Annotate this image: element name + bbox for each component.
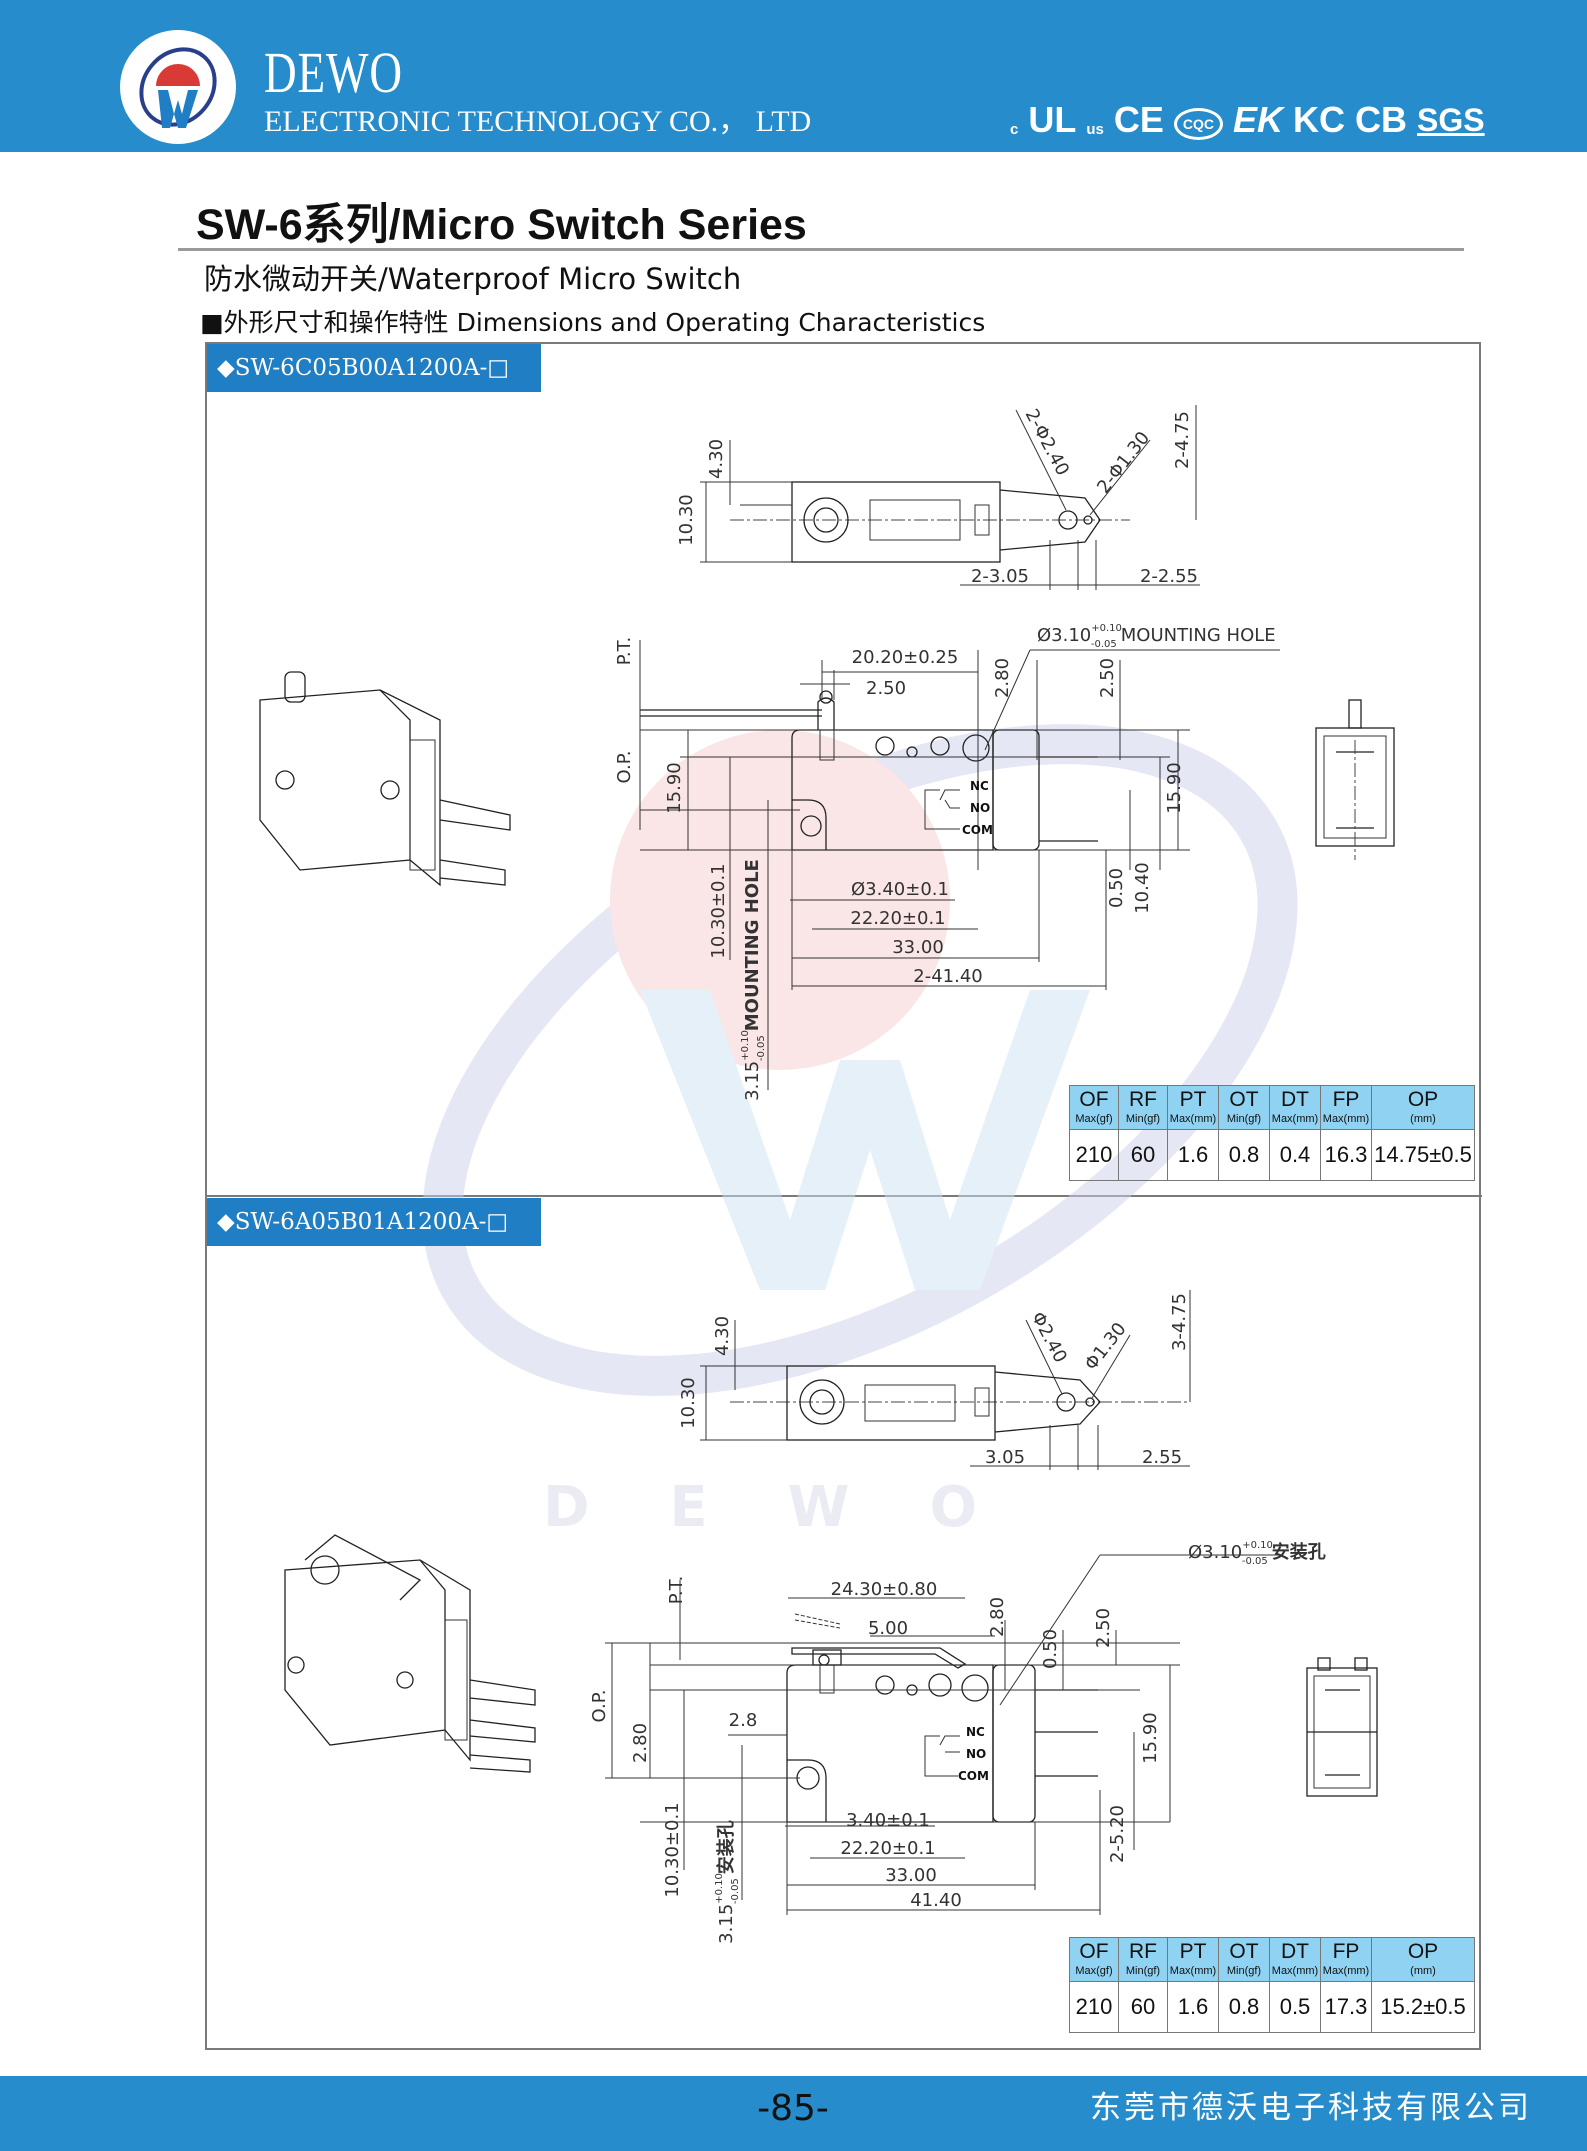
dim-label: O.P. bbox=[614, 751, 635, 784]
dim-label: 2-Φ2.40 bbox=[1021, 406, 1073, 480]
dim-label: 2.50 bbox=[1097, 658, 1118, 698]
brand-name: DEWO bbox=[264, 40, 403, 105]
dim-label: 22.20±0.1 bbox=[850, 908, 945, 929]
ce-logo: CE bbox=[1113, 99, 1164, 140]
dim-label: 10.30 bbox=[676, 494, 697, 546]
model1-top-view: 4.30 10.30 2-Φ2.40 2-Φ1.30 2-4.75 2-3.05… bbox=[676, 405, 1200, 590]
dim-label: 10.40 bbox=[1132, 862, 1153, 914]
mounting-hole-callout: 3.15+0.10-0.05安装孔 bbox=[714, 1820, 741, 1944]
dim-label: 33.00 bbox=[885, 1865, 937, 1886]
dim-label: 4.30 bbox=[712, 1316, 733, 1356]
dim-label: 2.80 bbox=[992, 658, 1013, 698]
terminal-no-label: NO bbox=[966, 1747, 986, 1761]
title-divider bbox=[178, 248, 1464, 251]
model-tag-2: ◆SW-6A05B01A1200A-□ bbox=[207, 1198, 541, 1246]
dim-label: 10.30±0.1 bbox=[708, 863, 729, 958]
dim-label: Ø3.40±0.1 bbox=[851, 879, 949, 900]
dim-label: P.T. bbox=[666, 1576, 687, 1604]
dim-label: 5.00 bbox=[868, 1618, 908, 1639]
dim-label: 4.30 bbox=[706, 439, 727, 479]
dim-label: 2.55 bbox=[1142, 1447, 1182, 1468]
dim-label: 2.50 bbox=[1093, 1608, 1114, 1648]
dim-label: 2-Φ1.30 bbox=[1093, 428, 1154, 498]
model-tag-1: ◆SW-6C05B00A1200A-□ bbox=[207, 344, 541, 392]
cul-c-logo: c bbox=[1010, 121, 1019, 138]
dim-label: 41.40 bbox=[910, 1890, 962, 1911]
ul-us-logo: us bbox=[1086, 121, 1104, 138]
dim-label: 2.80 bbox=[987, 1597, 1008, 1637]
ek-logo: EK bbox=[1233, 99, 1284, 140]
dim-label: 2-41.40 bbox=[913, 966, 982, 987]
terminal-nc-label: NC bbox=[970, 779, 989, 793]
dim-label: 20.20±0.25 bbox=[852, 647, 959, 668]
model2-3d-view bbox=[284, 1534, 536, 1773]
kc-logo: KC bbox=[1293, 99, 1346, 140]
section-heading: ■外形尺寸和操作特性 Dimensions and Operating Char… bbox=[200, 308, 986, 337]
logo-w-icon bbox=[139, 47, 217, 128]
cb-logo: CB bbox=[1355, 99, 1408, 140]
mounting-hole-callout: 3.15+0.10-0.05MOUNTING HOLE bbox=[740, 859, 767, 1101]
dim-label: Φ2.40 bbox=[1027, 1309, 1071, 1367]
dim-label: 2-3.05 bbox=[971, 566, 1029, 587]
dim-label: 2.80 bbox=[630, 1723, 651, 1763]
dim-label: 2.8 bbox=[729, 1710, 758, 1731]
dim-label: 2-5.20 bbox=[1107, 1805, 1128, 1863]
dim-label: 2-2.55 bbox=[1140, 566, 1198, 587]
company-name: ELECTRONIC TECHNOLOGY CO.， LTD bbox=[264, 105, 812, 138]
dim-label: 2.50 bbox=[866, 678, 906, 699]
dim-label: 15.90 bbox=[1140, 1712, 1161, 1764]
dim-label: 3.05 bbox=[985, 1447, 1025, 1468]
dim-label: 15.90 bbox=[1164, 762, 1185, 814]
dim-label: 0.50 bbox=[1040, 1629, 1061, 1669]
header-bar bbox=[0, 0, 1587, 152]
dim-label: 15.90 bbox=[664, 762, 685, 814]
dim-label: 10.30±0.1 bbox=[662, 1802, 683, 1897]
model1-side-view: P.T. O.P. 15.90 20.20±0.25 2.50 2.80 2.5… bbox=[614, 623, 1280, 1101]
company-logo bbox=[120, 30, 236, 144]
model1-3d-view bbox=[259, 671, 511, 887]
dim-label: P.T. bbox=[614, 637, 635, 665]
dim-label: 3-4.75 bbox=[1169, 1293, 1190, 1351]
sgs-logo: SGS bbox=[1417, 102, 1485, 138]
dim-label: 10.30 bbox=[678, 1377, 699, 1429]
page-subtitle: 防水微动开关/Waterproof Micro Switch bbox=[204, 262, 742, 296]
dim-label: 22.20±0.1 bbox=[840, 1838, 935, 1859]
dim-label: 3.40±0.1 bbox=[846, 1810, 930, 1831]
terminal-com-label: COM bbox=[958, 1769, 989, 1783]
terminal-com-label: COM bbox=[962, 823, 993, 837]
model1-end-view bbox=[1315, 699, 1395, 860]
page-number: -85- bbox=[757, 2088, 829, 2129]
page-title: SW-6系列/Micro Switch Series bbox=[196, 201, 807, 249]
footer-bar bbox=[0, 2076, 1587, 2151]
dim-label: 24.30±0.80 bbox=[831, 1579, 938, 1600]
cqc-logo: CQC bbox=[1173, 108, 1223, 140]
ul-logo: UL bbox=[1028, 99, 1077, 140]
dim-label: O.P. bbox=[589, 1690, 610, 1723]
watermark: DEWO bbox=[422, 724, 1298, 1540]
terminal-no-label: NO bbox=[970, 801, 990, 815]
dim-label: 0.50 bbox=[1106, 868, 1127, 908]
certification-logos: c UL us CE CQC EK KC CB SGS bbox=[1010, 90, 1485, 140]
watermark-text: DEWO bbox=[543, 1475, 1057, 1540]
dim-label: 2-4.75 bbox=[1172, 411, 1193, 469]
footer-company-name: 东莞市德沃电子科技有限公司 bbox=[1090, 2090, 1532, 2126]
model2-end-view bbox=[1306, 1657, 1378, 1797]
dim-label: 33.00 bbox=[892, 937, 944, 958]
terminal-nc-label: NC bbox=[966, 1725, 985, 1739]
